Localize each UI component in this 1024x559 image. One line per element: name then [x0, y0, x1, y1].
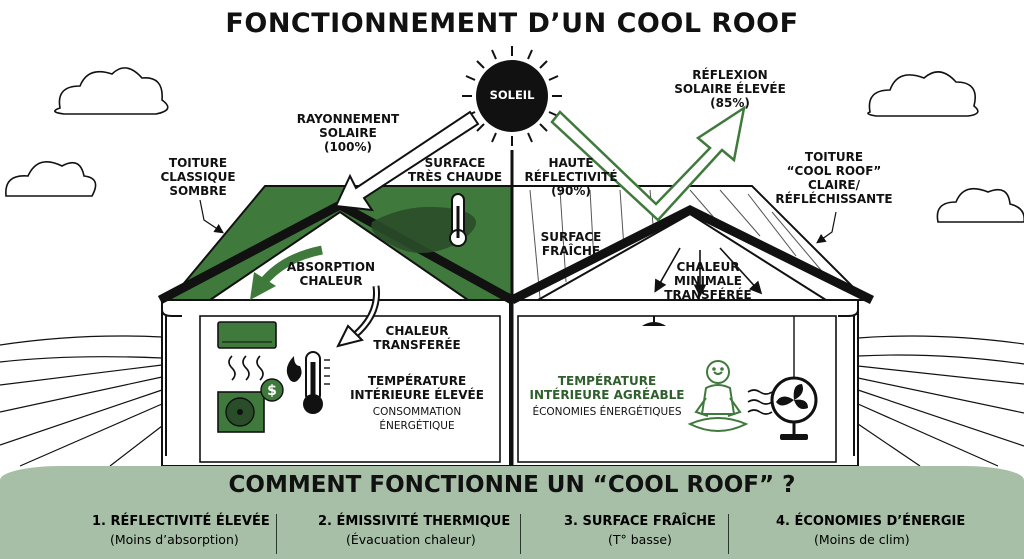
panel-separator: [276, 514, 277, 554]
page-title: FONCTIONNEMENT D’UN COOL ROOF: [225, 8, 799, 39]
right-room-text: TEMPÉRATURE INTÉRIEURE AGRÉABLE ÉCONOMIE…: [529, 374, 685, 418]
feature-emissivity: 2. ÉMISSIVITÉ THERMIQUE (Évacuation chal…: [318, 514, 511, 547]
label-toiture-cool: TOITURE“COOL ROOF”CLAIRE/RÉFLÉCHISSANTE: [775, 150, 893, 206]
feature-energy-savings: 4. ÉCONOMIES D’ÉNERGIE (Moins de clim): [776, 514, 966, 547]
feature-cool-surface: 3. SURFACE FRAÎCHE (T° basse): [564, 514, 716, 547]
field-left: [0, 335, 163, 467]
panel-separator: [728, 514, 729, 554]
flame-icon: [286, 356, 302, 382]
ceiling-lamp-icon: [642, 316, 666, 326]
relaxed-person-icon: [687, 360, 749, 432]
heat-transfer-arrow: [336, 285, 381, 348]
cool-roof: [509, 185, 874, 305]
cloud-right-top: [867, 71, 979, 117]
minimal-heat-arrows: [654, 247, 763, 298]
left-room-text: TEMPÉRATURE INTÉRIEURE ÉLEVÉE CONSOMMATI…: [350, 374, 484, 432]
how-it-works-panel: [0, 466, 1024, 559]
dollar-coin-icon: $: [260, 378, 284, 402]
reflection-arrow: [550, 105, 746, 222]
panel-separator: [520, 514, 521, 554]
fan-icon: [770, 316, 818, 440]
airflow-lines: [747, 389, 773, 415]
outdoor-ac-unit-icon: [217, 391, 265, 433]
cloud-left-top: [54, 67, 169, 115]
air-conditioner-icon: [217, 321, 277, 381]
cloud-left-bottom: [5, 160, 97, 197]
svg-text:$: $: [267, 383, 277, 399]
sun-label: SOLEIL: [489, 88, 535, 102]
cloud-right-bottom: [936, 187, 1024, 223]
feature-reflectivity: 1. RÉFLECTIVITÉ ÉLEVÉE (Moins d’absorpti…: [92, 514, 270, 547]
incoming-radiation-arrow: [334, 110, 480, 212]
field-right: [857, 335, 1024, 467]
roof-thermometer-icon: [449, 193, 467, 247]
room-thermometer-icon: [303, 351, 330, 414]
absorption-arrow: [250, 245, 323, 300]
panel-title: COMMENT FONCTIONNE UN “COOL ROOF” ?: [228, 472, 796, 498]
